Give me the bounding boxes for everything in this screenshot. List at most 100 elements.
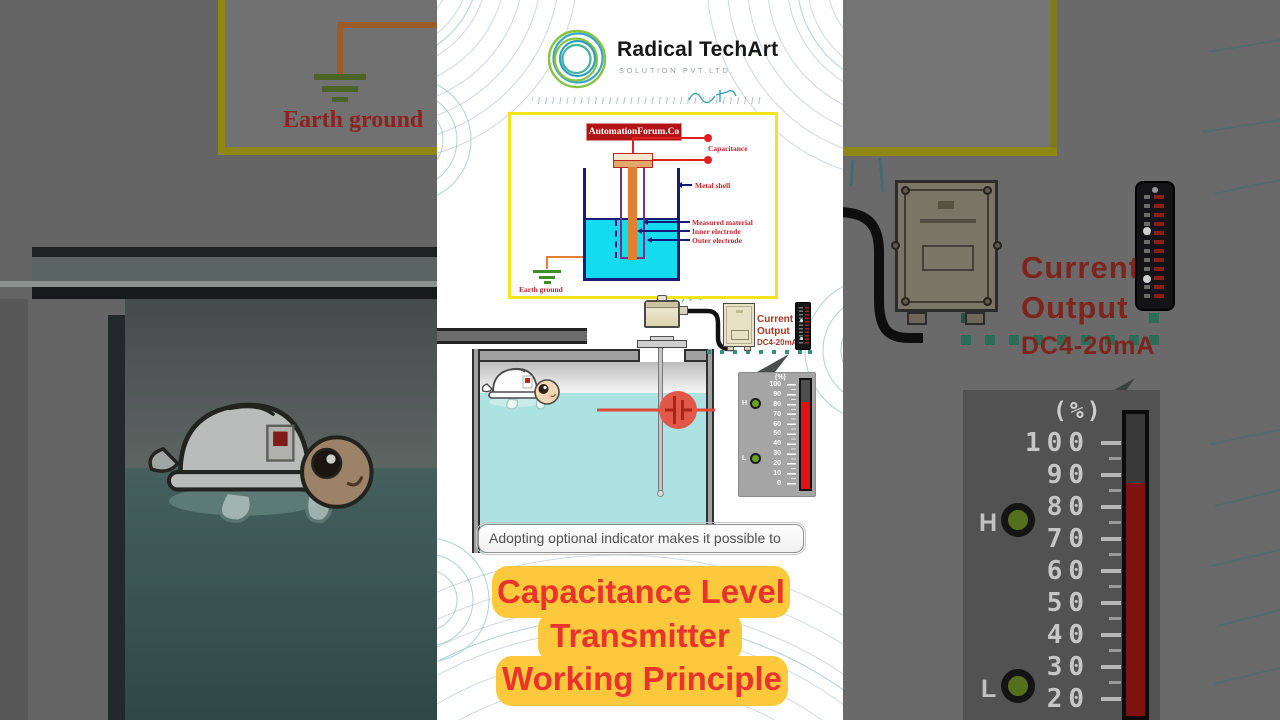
bg-earth-ground-label: Earth ground — [283, 107, 424, 133]
signal-cable — [688, 308, 733, 352]
metal-shell-label: Metal shell — [695, 181, 731, 190]
bg-bar-graph-fill — [1126, 483, 1145, 716]
bg-signal-cable — [843, 207, 923, 343]
converter-foot — [727, 346, 734, 351]
capacitance-terminal-dot — [704, 156, 712, 164]
bg-tank-top-edge — [32, 287, 437, 299]
bg-ground-wire-horizontal — [337, 22, 437, 28]
capacitance-wire — [632, 137, 708, 139]
arrow — [647, 237, 652, 243]
mounting-flange — [637, 340, 687, 348]
bg-minor-ticks — [1109, 457, 1121, 689]
video-title-line3: Working Principle — [496, 656, 788, 706]
bg-high-alarm-label: H — [979, 509, 998, 537]
current-output-line1: Current — [757, 314, 794, 325]
bg-low-alarm-led — [1001, 669, 1035, 703]
bg-left-edge — [0, 299, 28, 720]
bg-earth-ground-symbol — [314, 74, 366, 80]
bg-converter-foot — [965, 312, 985, 325]
animation-overlay — [481, 308, 812, 429]
video-title-line2: Transmitter — [538, 612, 742, 662]
bg-percent-unit-label: (%) — [1053, 398, 1104, 424]
measured-material-label: Measured material — [692, 218, 753, 227]
earth-ground-symbol — [533, 270, 561, 273]
bg-earth-ground-symbol — [322, 86, 358, 92]
bg-converter-box — [891, 180, 1002, 312]
minor-ticks — [791, 388, 796, 481]
arrow — [643, 219, 648, 225]
arrow — [677, 182, 682, 188]
earth-ground-label: Earth ground — [519, 285, 563, 294]
outer-electrode-label: Outer electrode — [692, 236, 742, 245]
bg-bar-graph — [1122, 410, 1149, 720]
bg-pipe-band-light — [0, 281, 437, 287]
bg-diagram-interior — [843, 0, 1053, 148]
bg-tank-wall — [108, 315, 125, 720]
hatch-marks-decoration — [532, 97, 762, 104]
low-alarm-label: L — [742, 455, 747, 462]
bg-converter-foot — [907, 312, 927, 325]
reference-dashed-line — [615, 220, 617, 258]
bg-diagram-yellow-border-vertical — [218, 0, 225, 154]
bg-diagram-yellow-border-horizontal — [843, 147, 1057, 156]
arrow-line — [682, 184, 692, 186]
bg-pipe-band-dark — [32, 247, 437, 257]
arrow-line — [648, 221, 690, 223]
bg-turtle-illustration — [148, 402, 374, 524]
high-alarm-led — [750, 398, 761, 409]
capacitance-terminal-dot — [704, 134, 712, 142]
transmitter-cap-nub — [657, 295, 667, 301]
capacitance-label: Capacitance — [708, 144, 748, 153]
current-output-line2: Output — [757, 326, 790, 337]
probe-tip — [657, 490, 664, 497]
background-left-pane: Earth ground — [0, 0, 437, 720]
probe-head — [613, 153, 653, 168]
bg-ground-wire-vertical — [337, 22, 343, 75]
bg-tank-water — [125, 468, 437, 720]
current-output-line3: DC4-20mA — [757, 338, 798, 347]
bg-earth-ground-symbol — [332, 97, 348, 102]
converter-foot — [744, 346, 751, 351]
bg-current-output-line2: Output — [1021, 290, 1129, 325]
video-title-line1: Capacitance Level — [492, 566, 790, 618]
bg-diagram-yellow-border-horizontal — [218, 147, 437, 155]
brand-subtitle: SOLUTION PVT.LTD. — [619, 66, 736, 75]
tank-wall-right — [706, 349, 714, 553]
capacitor-line — [597, 408, 715, 412]
arrow-line — [642, 230, 690, 232]
capacitance-wire — [653, 159, 708, 161]
bg-current-output-line1: Current — [1021, 250, 1140, 285]
arrow — [637, 228, 642, 234]
signal-dotted-line — [707, 350, 812, 354]
inner-electrode-label: Inner electrode — [692, 227, 741, 236]
bg-pipe-band-mid — [32, 257, 437, 283]
bar-graph-fill — [801, 401, 810, 489]
capacitance-wire — [632, 137, 634, 154]
capacitor-symbol — [659, 391, 697, 429]
high-alarm-label: H — [742, 400, 748, 407]
capacitance-diagram: AutomationForum.Co Capacitance — [508, 112, 778, 299]
inner-electrode-rod — [628, 167, 637, 260]
ground-wire — [546, 256, 583, 258]
earth-ground-symbol — [544, 281, 551, 284]
bg-high-alarm-led — [1001, 503, 1035, 537]
ground-wire — [546, 256, 548, 269]
indicator-pointer — [757, 354, 789, 372]
transmitter-head — [644, 300, 680, 328]
earth-ground-symbol — [539, 276, 555, 279]
bg-diagram-yellow-border-vertical — [1050, 0, 1057, 148]
bar-graph — [799, 378, 812, 491]
bg-current-output-line3: DC4-20mA — [1021, 332, 1156, 360]
brand-name: Radical TechArt — [617, 38, 779, 61]
bg-mini-bar-indicator — [1135, 181, 1175, 311]
diagram-tank-shell — [583, 168, 680, 281]
diagram-source-badge: AutomationForum.Co — [586, 123, 682, 141]
percent-unit-label: (%) — [775, 374, 786, 381]
tank-wall-left — [472, 349, 480, 553]
